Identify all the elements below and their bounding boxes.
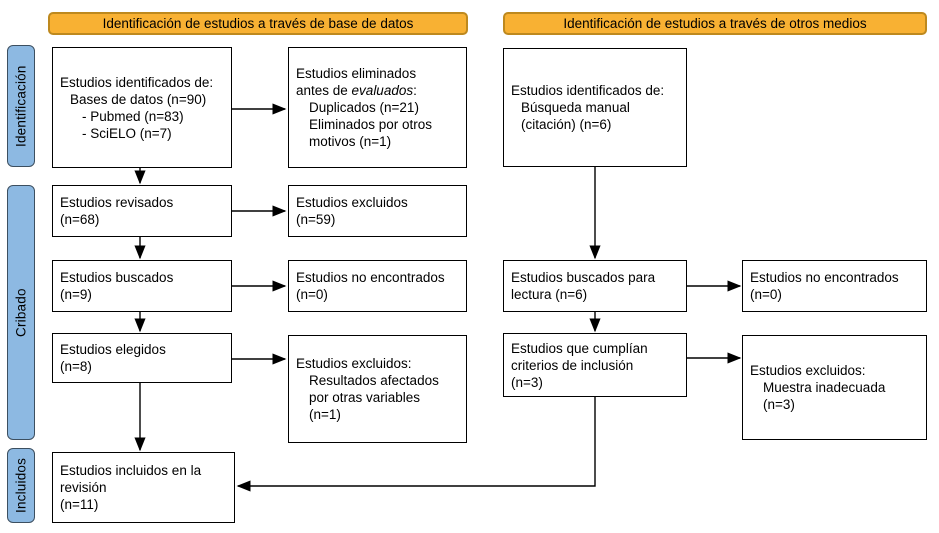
box-sought: Estudios buscados (n=9) bbox=[52, 260, 232, 312]
box-line: Muestra inadecuada bbox=[763, 380, 886, 395]
box-line: (n=59) bbox=[296, 212, 336, 227]
stage-identification-label: Identificación bbox=[13, 65, 29, 147]
box-line: (n=0) bbox=[750, 287, 782, 302]
box-excluded-sample: Estudios excluidos: Muestra inadecuada (… bbox=[742, 335, 927, 440]
header-databases: Identificación de estudios a través de b… bbox=[48, 12, 468, 35]
italic-word: evaluados bbox=[351, 83, 414, 98]
box-eligible: Estudios elegidos (n=8) bbox=[52, 333, 232, 383]
stage-included: Incluidos bbox=[7, 448, 35, 523]
header-other-media-label: Identificación de estudios a través de o… bbox=[563, 16, 867, 31]
box-sought-reading: Estudios buscados para lectura (n=6) bbox=[503, 260, 687, 312]
box-line: Estudios eliminados bbox=[296, 66, 417, 81]
box-line: Estudios excluidos bbox=[296, 195, 408, 210]
box-line: (n=3) bbox=[763, 397, 795, 412]
box-excluded-59: Estudios excluidos (n=59) bbox=[288, 185, 467, 237]
box-line: Estudios elegidos bbox=[60, 342, 166, 357]
box-reviewed: Estudios revisados (n=68) bbox=[52, 185, 232, 237]
box-line: revisión bbox=[60, 480, 107, 495]
box-line: Estudios revisados bbox=[60, 195, 174, 210]
stage-identification: Identificación bbox=[7, 45, 35, 167]
box-line: (n=9) bbox=[60, 287, 92, 302]
box-line: Estudios que cumplían bbox=[511, 340, 648, 356]
box-removed-before: Estudios eliminados antes de evaluados: … bbox=[288, 47, 467, 168]
header-databases-label: Identificación de estudios a través de b… bbox=[102, 16, 414, 31]
box-line: Resultados afectados bbox=[309, 373, 439, 388]
box-line: Duplicados (n=21) bbox=[309, 100, 419, 115]
box-line: antes de evaluados: bbox=[296, 83, 417, 98]
box-line: Estudios buscados bbox=[60, 270, 174, 285]
box-line: - Pubmed (n=83) bbox=[82, 108, 184, 124]
box-line: Búsqueda manual bbox=[521, 100, 630, 115]
header-other-media: Identificación de estudios a través de o… bbox=[503, 12, 927, 35]
box-included-review: Estudios incluidos en la revisión (n=11) bbox=[52, 452, 235, 523]
box-line: Estudios excluidos: bbox=[750, 363, 866, 378]
box-line: Estudios buscados para bbox=[511, 270, 656, 285]
stage-screening: Cribado bbox=[7, 185, 35, 440]
box-line: (citación) (n=6) bbox=[521, 117, 612, 132]
box-line: - SciELO (n=7) bbox=[82, 125, 172, 141]
box-line: (n=11) bbox=[60, 497, 99, 512]
box-line: (n=3) bbox=[511, 374, 543, 390]
box-line: Estudios excluidos: bbox=[296, 356, 412, 371]
box-line: Eliminados por otros bbox=[309, 117, 433, 132]
box-line: Estudios no encontrados bbox=[296, 270, 445, 285]
box-line: lectura (n=6) bbox=[511, 287, 588, 302]
box-excluded-variables: Estudios excluidos: Resultados afectados… bbox=[288, 335, 467, 443]
box-manual-identified: Estudios identificados de: Búsqueda manu… bbox=[503, 48, 687, 167]
stage-included-label: Incluidos bbox=[13, 457, 29, 514]
box-line: Bases de datos (n=90) bbox=[70, 91, 207, 107]
box-line: motivos (n=1) bbox=[309, 134, 392, 149]
stage-screening-label: Cribado bbox=[13, 288, 29, 337]
box-line: (n=1) bbox=[309, 407, 341, 422]
box-not-retrieved: Estudios no encontrados (n=0) bbox=[288, 260, 467, 312]
box-line: Estudios identificados de: bbox=[511, 83, 665, 98]
box-db-identified: Estudios identificados de: Bases de dato… bbox=[52, 47, 232, 168]
box-line: (n=0) bbox=[296, 287, 328, 302]
box-line: Estudios no encontrados bbox=[750, 270, 899, 285]
box-line: por otras variables bbox=[309, 390, 421, 405]
box-line: Estudios identificados de: bbox=[60, 74, 214, 90]
box-line: (n=68) bbox=[60, 212, 100, 227]
box-line: Estudios incluidos en la bbox=[60, 463, 202, 478]
box-met-criteria: Estudios que cumplían criterios de inclu… bbox=[503, 333, 687, 397]
box-not-retrieved-other: Estudios no encontrados (n=0) bbox=[742, 260, 927, 312]
box-line: criterios de inclusión bbox=[511, 357, 634, 373]
box-line: (n=8) bbox=[60, 359, 92, 374]
